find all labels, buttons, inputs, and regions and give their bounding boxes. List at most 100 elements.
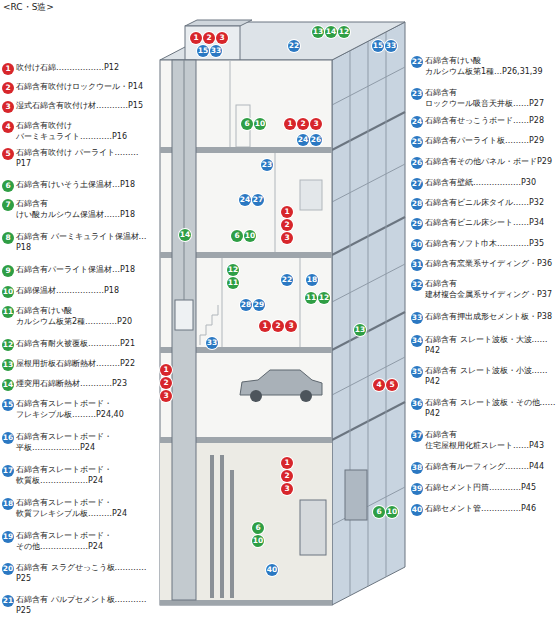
material-name: 煙突用石綿断熱材…………P23 (16, 379, 148, 390)
material-list-item: 3湿式石綿含有吹付け材…………P15 (2, 101, 148, 112)
material-list-item: 13屋根用折板石綿断熱材………P22 (2, 359, 148, 370)
callout-number: 11 (305, 292, 317, 304)
callout-number: 3 (281, 483, 293, 495)
callout-number: 10 (2, 286, 14, 298)
material-list-item: 24石綿含有せっこうボード……P28 (411, 116, 556, 127)
material-list-item: 34石綿含有 スレート波板・大波……P42 (411, 335, 556, 357)
material-list-item: 33石綿含有押出成形セメント板・P38 (411, 312, 556, 323)
drawing-part (300, 390, 312, 402)
callout-number: 6 (231, 230, 243, 242)
material-name: 石綿含有 スレート波板・その他……P42 (425, 398, 556, 420)
callout-circle: 12 (227, 264, 239, 276)
material-name: 湿式石綿含有吹付け材…………P15 (16, 101, 148, 112)
callout-number: 1 (281, 457, 293, 469)
material-name: 石綿含有ソフト巾木…………P35 (425, 239, 556, 250)
callout-number: 40 (411, 504, 423, 516)
callout-number: 1 (160, 364, 172, 376)
callout-number: 21 (2, 595, 14, 607)
drawing-part (332, 22, 405, 605)
drawing-part (160, 60, 332, 605)
material-name: 石綿含有スレートボード・ 軟質フレキシブル板………P24 (16, 498, 148, 520)
material-list-item: 35石綿含有 スレート波板・小波……P42 (411, 366, 556, 388)
callout-number: 13 (354, 324, 366, 336)
callout-number: 34 (411, 335, 423, 347)
callout-number: 2 (281, 470, 293, 482)
callout-circle: 1 (190, 32, 202, 44)
material-name: 石綿含有スレートボード・ 平板………………P24 (16, 432, 148, 454)
callout-number: 4 (2, 121, 14, 133)
callout-number: 29 (253, 299, 265, 311)
material-list-item: 36石綿含有 スレート波板・その他……P42 (411, 398, 556, 420)
callout-number: 3 (160, 390, 172, 402)
callout-number: 28 (240, 299, 252, 311)
material-name: 石綿含有 スラグせっこう板…………P25 (16, 563, 148, 585)
callout-number: 28 (411, 198, 423, 210)
callout-number: 2 (297, 118, 309, 130)
callout-number: 40 (266, 564, 278, 576)
callout-circle: 6 (252, 522, 264, 534)
callout-circle: 2 (160, 377, 172, 389)
callout-number: 10 (386, 506, 398, 518)
material-list-item: 31石綿含有窯業系サイディング・P36 (411, 259, 556, 270)
callout-circle: 3 (160, 390, 172, 402)
callout-circle: 15 (197, 45, 209, 57)
callout-number: 23 (261, 159, 273, 171)
material-name: 石綿含有耐火被覆板…………P21 (16, 339, 148, 350)
material-name: 石綿含有ビニル床シート……P34 (425, 218, 556, 229)
drawing-part (160, 600, 332, 605)
callout-number: 33 (206, 337, 218, 349)
callout-circle: 33 (385, 40, 397, 52)
material-name: 石綿含有 住宅屋根用化粧スレート……P43 (425, 430, 556, 452)
callout-number: 1 (284, 118, 296, 130)
callout-number: 2 (281, 219, 293, 231)
callout-circle: 1 (259, 320, 271, 332)
material-name: 石綿含有 パルプセメント板…………P25 (16, 595, 148, 617)
callout-number: 1 (281, 206, 293, 218)
material-list-item: 5石綿含有吹付け パーライト………P17 (2, 148, 148, 170)
callout-circle: 2 (203, 32, 215, 44)
callout-number: 20 (2, 563, 14, 575)
callout-circle: 15 (372, 40, 384, 52)
drawing-part (230, 60, 231, 147)
callout-number: 2 (272, 320, 284, 332)
callout-number: 2 (2, 82, 14, 94)
drawing-part (240, 370, 322, 395)
material-name: 石綿含有 スレート波板・小波……P42 (425, 366, 556, 388)
callout-circle: 2 (281, 219, 293, 231)
callout-number: 30 (411, 239, 423, 251)
material-name: 石綿含有 建材複合金属系サイディング・P37 (425, 279, 556, 301)
callout-circle: 40 (266, 564, 278, 576)
material-name: 石綿含有吹付けロックウール・P14 (16, 82, 148, 93)
roof (160, 20, 405, 60)
callout-number: 19 (2, 531, 14, 543)
material-name: 石綿保温材………………P18 (16, 286, 148, 297)
material-name: 石綿含有ビニル床タイル……P32 (425, 198, 556, 209)
callout-number: 2 (160, 377, 172, 389)
callout-number: 26 (411, 157, 423, 169)
callout-number: 24 (297, 134, 309, 146)
material-name: 石綿含有けい酸 カルシウム板第1種…P26,31,39 (425, 56, 556, 78)
callout-circle: 10 (254, 118, 266, 130)
material-list-item: 38石綿含有ルーフィング………P44 (411, 462, 556, 473)
material-name: 石綿含有吹付け バーミキュライト…………P16 (16, 121, 148, 143)
callout-circle: 13 (354, 324, 366, 336)
drawing-part (300, 180, 322, 210)
callout-number: 35 (411, 366, 423, 378)
material-name: 石綿含有 スレート波板・大波……P42 (425, 335, 556, 357)
callout-number: 3 (216, 32, 228, 44)
material-list-item: 25石綿含有パーライト板………P29 (411, 136, 556, 147)
callout-circle: 14 (325, 26, 337, 38)
callout-number: 1 (259, 320, 271, 332)
material-name: 石綿含有窯業系サイディング・P36 (425, 259, 556, 270)
callout-circle: 10 (252, 535, 264, 547)
material-name: 石綿含有吹付け パーライト………P17 (16, 148, 148, 170)
callout-number: 10 (252, 535, 264, 547)
material-list-item: 37石綿含有 住宅屋根用化粧スレート……P43 (411, 430, 556, 452)
callout-circle: 2 (272, 320, 284, 332)
callout-circle: 3 (216, 32, 228, 44)
callout-number: 10 (254, 118, 266, 130)
drawing-part (210, 455, 214, 598)
material-name: 石綿含有ルーフィング………P44 (425, 462, 556, 473)
callout-circle: 22 (288, 40, 300, 52)
